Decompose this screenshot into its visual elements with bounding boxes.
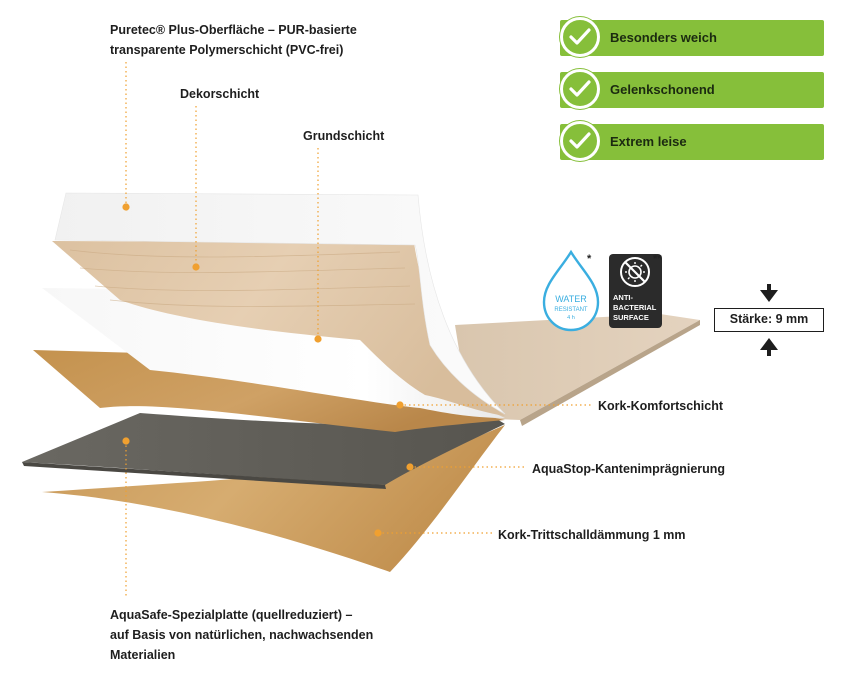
- thickness-label: Stärke: 9 mm: [714, 308, 824, 332]
- feature-badge-joints: Gelenkschonend: [560, 69, 824, 109]
- anti-line3: SURFACE: [613, 313, 649, 322]
- thickness-arrows: [760, 284, 778, 356]
- water-line1: WATER: [555, 294, 587, 304]
- checkmark-icon: [560, 17, 600, 57]
- leader-lines: [125, 62, 592, 598]
- layer-kork-tritt: [42, 425, 505, 572]
- checkmark-icon: [560, 69, 600, 109]
- label-dekor: Dekorschicht: [180, 87, 260, 101]
- layer-puretec: [54, 192, 506, 415]
- layer-aquasafe: [22, 413, 505, 485]
- label-puretec-line2: transparente Polymerschicht (PVC-frei): [110, 43, 344, 57]
- leader-markers: [122, 203, 414, 537]
- plank-edge: [520, 320, 700, 426]
- bacteria-icon: [620, 257, 650, 287]
- layer-dekor: [52, 241, 505, 416]
- anti-footnote: **: [653, 253, 662, 265]
- water-line3: 4 h: [567, 315, 575, 321]
- feature-badge-quiet: Extrem leise: [560, 121, 824, 161]
- label-kork-tritt: Kork-Trittschalldämmung 1 mm: [498, 528, 686, 542]
- water-resistant-badge: WATER RESISTANT 4 h *: [542, 249, 600, 332]
- label-aquasafe-line1: AquaSafe-Spezialplatte (quellreduziert) …: [110, 608, 353, 622]
- label-aquastop: AquaStop-Kantenimprägnierung: [532, 462, 726, 476]
- arrow-up-icon: [760, 338, 778, 350]
- feature-badge-soft: Besonders weich: [560, 17, 824, 57]
- water-line2: RESISTANT: [554, 307, 588, 313]
- label-kork-komfort: Kork-Komfortschicht: [598, 399, 724, 413]
- anti-bacterial-badge: ANTI- BACTERIAL SURFACE **: [609, 253, 662, 328]
- arrow-down-icon: [760, 290, 778, 302]
- checkmark-icon: [560, 121, 600, 161]
- label-aquasafe: AquaSafe-Spezialplatte (quellreduziert) …: [110, 605, 373, 665]
- label-aquasafe-line3: Materialien: [110, 648, 176, 662]
- feature-text: Besonders weich: [610, 30, 717, 45]
- anti-line2: BACTERIAL: [613, 303, 657, 312]
- label-puretec-line1: Puretec® Plus-Oberfläche – PUR-basierte: [110, 23, 357, 37]
- water-footnote: *: [587, 253, 592, 265]
- water-drop-icon: [542, 249, 600, 332]
- feature-text: Gelenkschonend: [610, 82, 715, 97]
- anti-line1: ANTI-: [613, 293, 633, 302]
- plank-top: [455, 314, 700, 420]
- label-puretec: Puretec® Plus-Oberfläche – PUR-basierte …: [110, 20, 357, 60]
- label-aquasafe-line2: auf Basis von natürlichen, nachwachsende…: [110, 628, 374, 642]
- label-grund: Grundschicht: [303, 129, 385, 143]
- wood-grain: [69, 249, 416, 307]
- feature-text: Extrem leise: [610, 134, 687, 149]
